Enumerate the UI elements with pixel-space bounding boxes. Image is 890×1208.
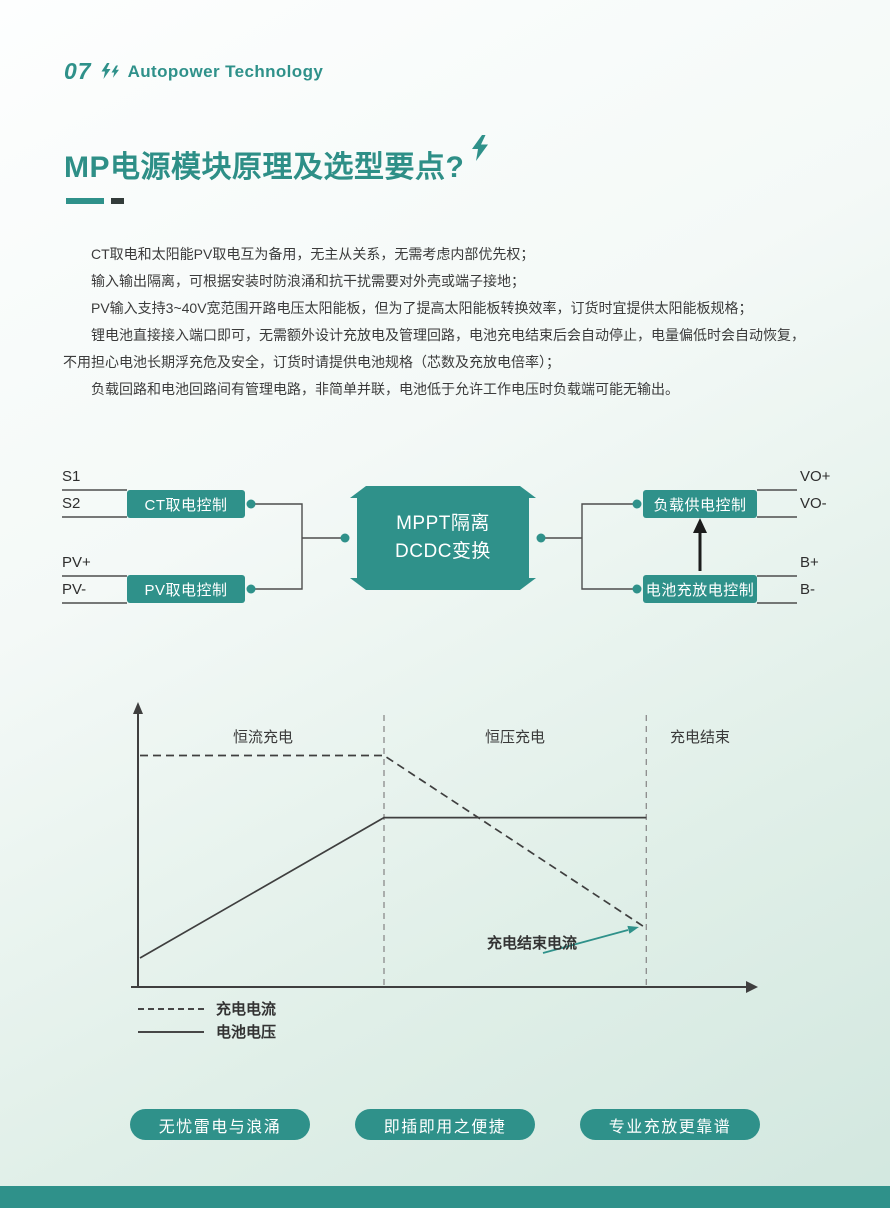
feature-pills: 无忧雷电与浪涌 即插即用之便捷 专业充放更靠谱	[0, 1109, 890, 1140]
region-label-charge-end: 充电结束	[669, 729, 730, 746]
title-block: MP电源模块原理及选型要点?	[64, 135, 489, 186]
legend-item: 电池电压	[138, 1023, 277, 1041]
terminal-label-vo-minus: VO-	[800, 495, 827, 512]
box-load-control: 负载供电控制	[643, 490, 757, 518]
title-underline	[66, 198, 124, 204]
intro-paragraphs: CT取电和太阳能PV取电互为备用，无主从关系，无需考虑内部优先权； 输入输出隔离…	[63, 241, 815, 403]
terminal-label-vo-plus: VO+	[800, 468, 831, 485]
lightning-icon	[472, 135, 489, 161]
mppt-module-line2: DCDC变换	[395, 541, 491, 562]
connector-lines	[251, 503, 637, 590]
terminal-label-b-minus: B-	[800, 581, 815, 598]
dark-bar	[111, 198, 124, 204]
legend-label: 充电电流	[216, 1001, 277, 1018]
battery-to-load-arrow	[693, 518, 707, 571]
region-label-constant-voltage: 恒压充电	[484, 729, 545, 746]
page-number: 07	[64, 58, 92, 84]
chart-legend: 充电电流 电池电压	[138, 1000, 277, 1041]
paragraph: 锂电池直接接入端口即可，无需额外设计充放电及管理回路，电池充电结束后会自动停止，…	[63, 327, 805, 370]
page-title: MP电源模块原理及选型要点?	[64, 151, 465, 184]
feature-pill-plug-and-play: 即插即用之便捷	[355, 1109, 535, 1140]
chart-region-separators	[383, 715, 647, 985]
paragraph: 输入输出隔离，可根据安装时防浪涌和抗干扰需要对外壳或端子接地；	[91, 273, 525, 289]
legend-item: 充电电流	[138, 1000, 277, 1018]
feature-pill-surge: 无忧雷电与浪涌	[130, 1109, 310, 1140]
mppt-module-shape	[350, 486, 536, 590]
paragraph: CT取电和太阳能PV取电互为备用，无主从关系，无需考虑内部优先权；	[91, 246, 535, 262]
terminal-label-s2: S2	[62, 495, 81, 512]
footer-bar	[0, 1186, 890, 1208]
series-charging-current	[140, 754, 647, 930]
chart-series	[139, 754, 647, 959]
paragraph: PV输入支持3~40V宽范围开路电压太阳能板，但为了提高太阳能板转换效率，订货时…	[91, 300, 753, 316]
box-pv-control: PV取电控制	[127, 575, 245, 603]
terminal-lines	[62, 489, 797, 604]
dashed-line-sample	[138, 1007, 204, 1010]
mppt-module-label: MPPT隔离 DCDC变换	[357, 498, 529, 578]
paragraph: 负载回路和电池回路间有管理电路，非简单并联，电池低于允许工作电压时负载端可能无输…	[91, 381, 679, 397]
box-ct-control: CT取电控制	[127, 490, 245, 518]
terminal-label-pv-plus: PV+	[62, 554, 91, 571]
series-battery-voltage	[139, 816, 647, 959]
accent-bar	[66, 198, 104, 204]
solid-line-sample	[138, 1030, 204, 1033]
box-battery-control: 电池充放电控制	[643, 575, 757, 603]
region-label-constant-current: 恒流充电	[232, 729, 293, 746]
annotation-arrow	[542, 925, 639, 954]
terminal-label-b-plus: B+	[800, 554, 819, 571]
feature-pill-charging: 专业充放更靠谱	[580, 1109, 760, 1140]
legend-label: 电池电压	[216, 1024, 277, 1041]
double-lightning-icon	[101, 62, 119, 79]
terminal-label-s1: S1	[62, 468, 81, 485]
brand-name: Autopower Technology	[127, 61, 324, 81]
page-header: 07 Autopower Technology	[64, 58, 323, 85]
junction-dots	[246, 499, 642, 594]
annotation-label: 充电结束电流	[487, 935, 578, 952]
chart-axes	[131, 702, 758, 993]
terminal-label-pv-minus: PV-	[62, 581, 87, 598]
mppt-module-line1: MPPT隔离	[396, 513, 490, 534]
